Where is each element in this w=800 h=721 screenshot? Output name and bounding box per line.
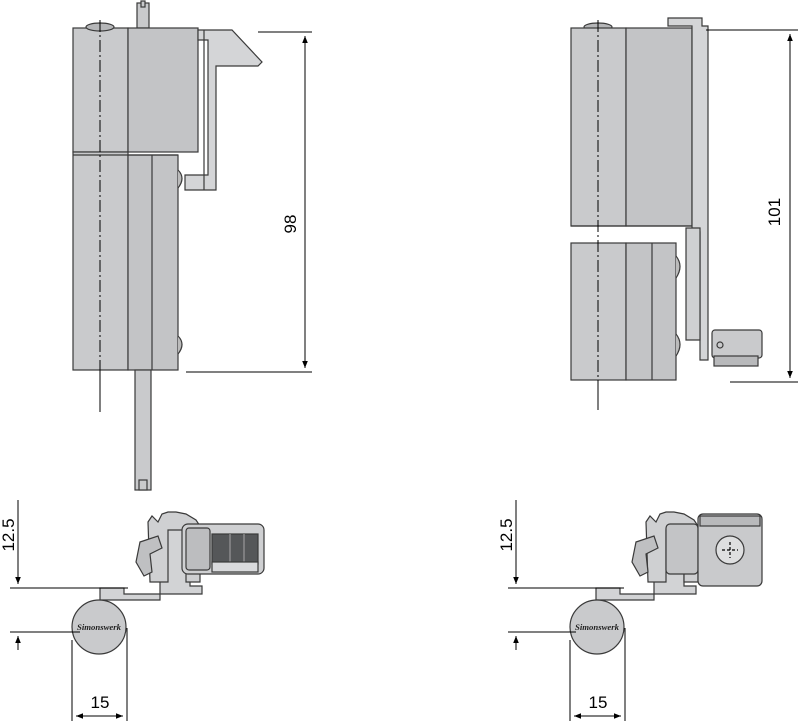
dimension-12-5-right [508,500,624,650]
dimension-15-left [71,628,128,721]
dimension-label-15-right: 15 [589,693,608,712]
dimension-label-12-5-right: 12.5 [497,518,516,551]
top-view-hinge-b [569,511,763,655]
front-view-hinge-a [72,0,263,491]
front-view-hinge-b [570,17,763,410]
dimension-label-101: 101 [765,198,784,226]
top-view-hinge-a [71,511,265,655]
dimension-98 [186,31,312,373]
dimension-label-98: 98 [281,215,300,234]
dimension-label-15-left: 15 [91,693,110,712]
dimension-12-5-left [10,500,128,650]
brand-logo-left: Simonswerk [77,623,121,632]
brand-logo-right: Simonswerk [575,623,619,632]
dimension-101 [706,29,798,383]
dimension-15-right [569,628,626,721]
dimension-label-12-5-left: 12.5 [0,518,18,551]
